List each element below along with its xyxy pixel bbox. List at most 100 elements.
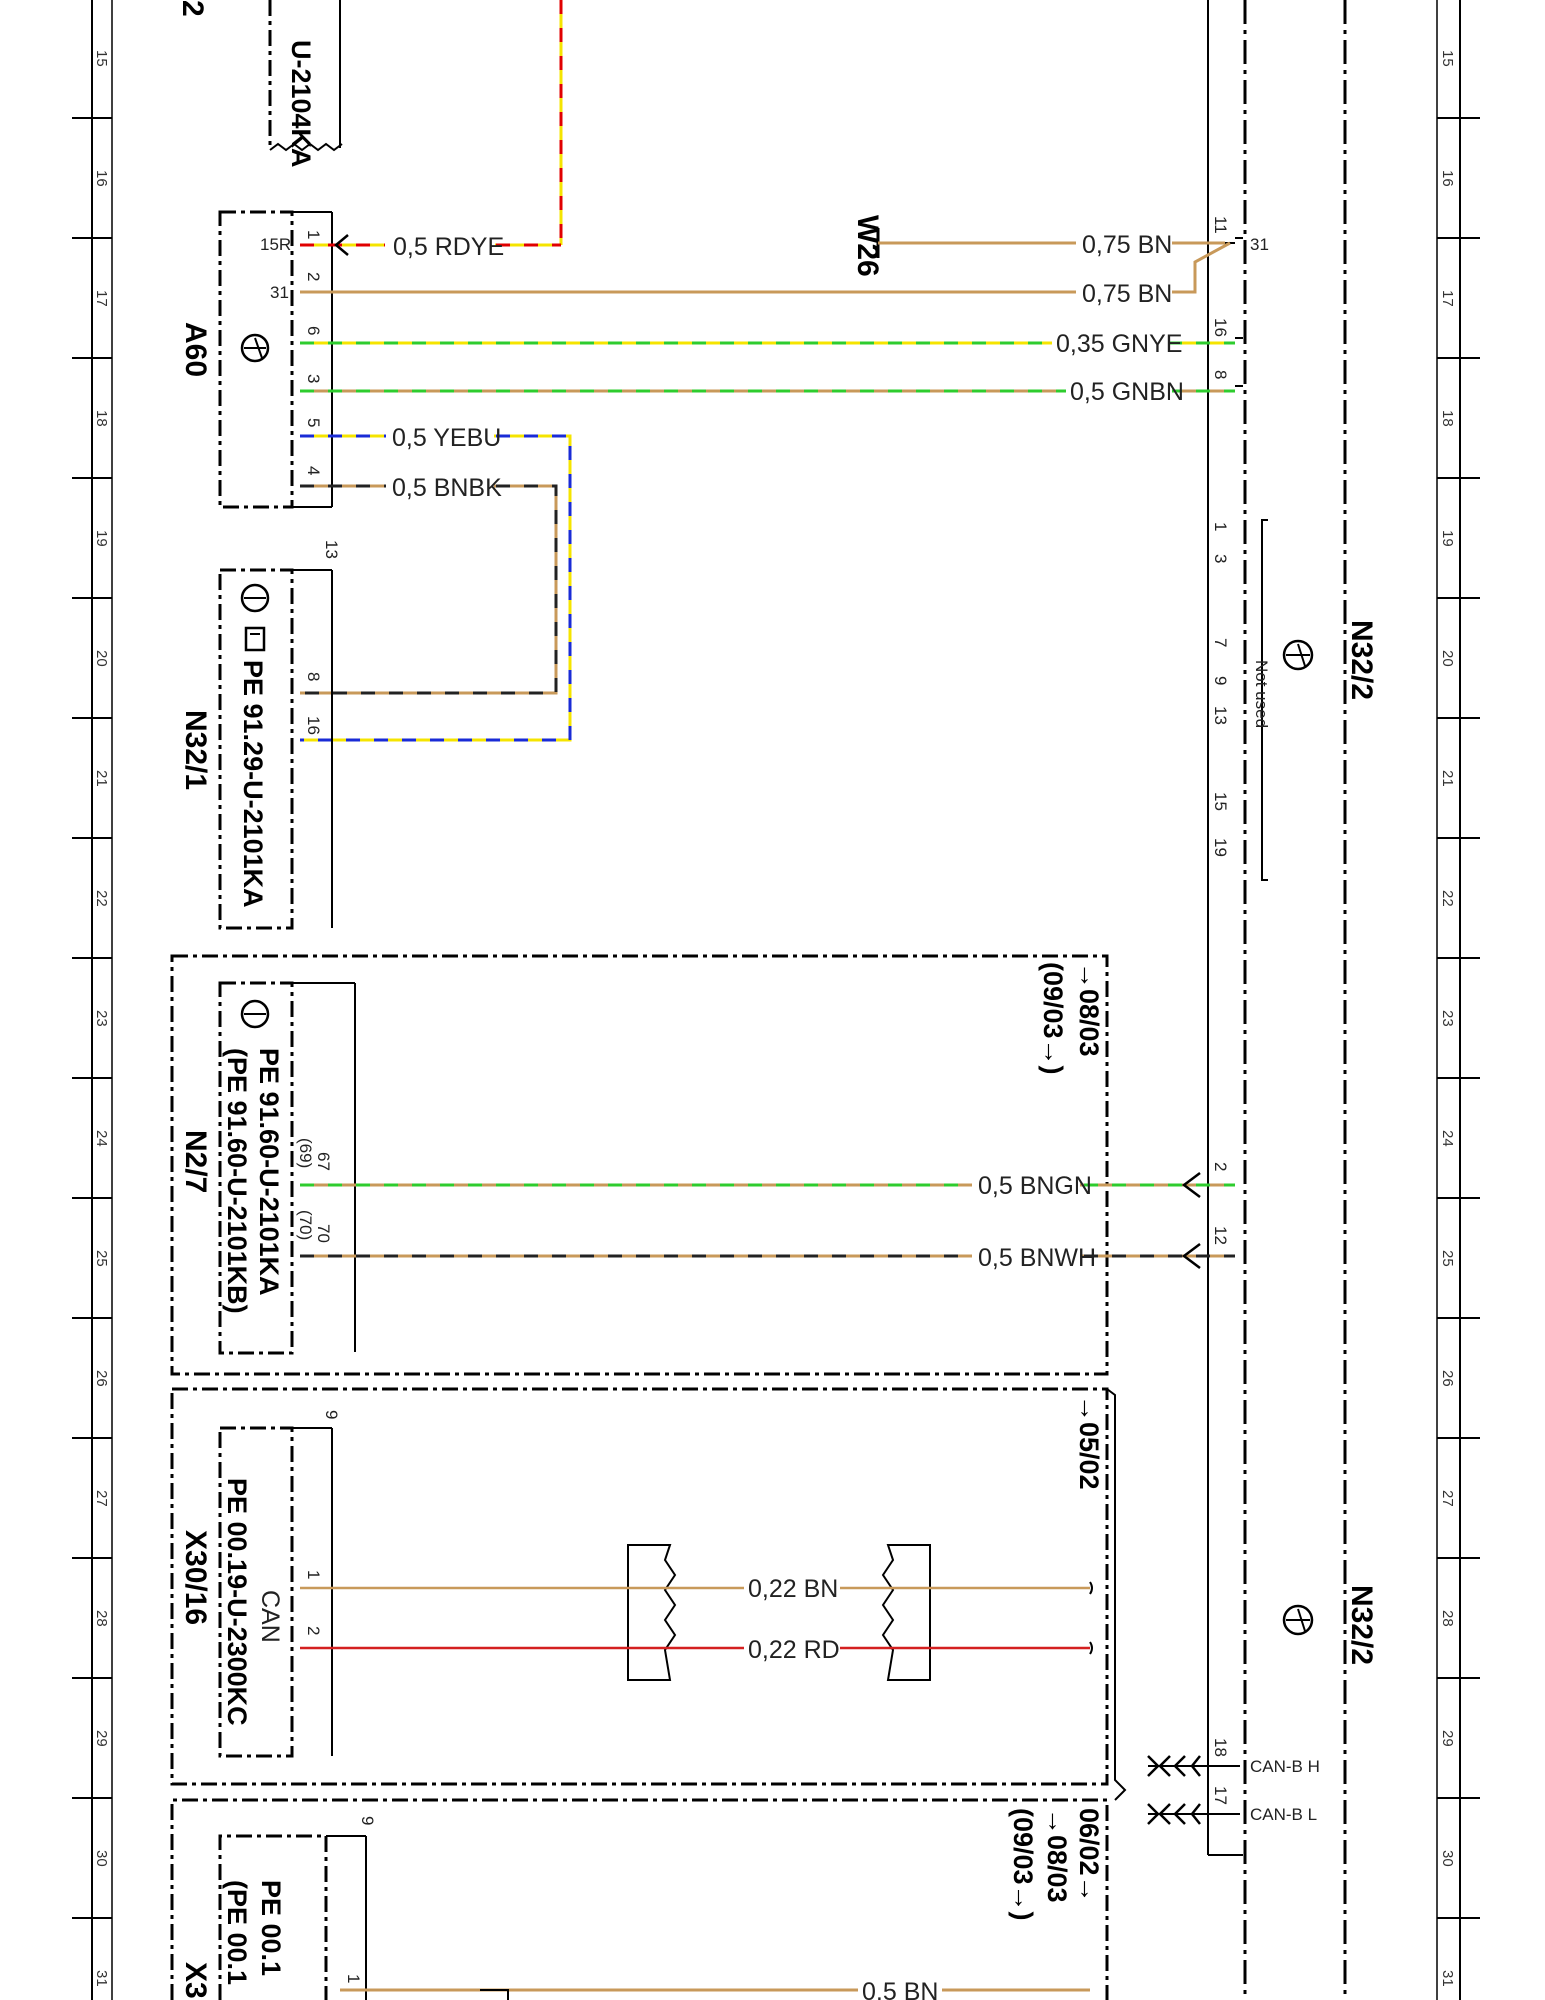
wire-label: 0,5 RDYE [393, 233, 504, 261]
bottom-ref-b: (PE 00.1 [222, 1880, 252, 1985]
wire-gnbn: 0,5 GNBN [300, 378, 1235, 406]
pin-label: 1 [1211, 522, 1230, 531]
pin-label: 8 [304, 672, 323, 681]
pin-label: 70 [314, 1224, 333, 1243]
can-b-h-label: CAN-B H [1250, 1757, 1320, 1776]
ruler-number: 18 [1439, 410, 1456, 427]
ruler-number: 31 [93, 1970, 110, 1987]
pin-label: (70) [296, 1210, 315, 1240]
n32-2-connector [1207, 0, 1247, 2000]
ruler-number: 17 [93, 290, 110, 307]
n32-2-top-label: N32/2 [1345, 620, 1378, 700]
ruler-number: 30 [1439, 1850, 1456, 1867]
a60-pins: 15R 1 31 2 6 3 5 4 [260, 230, 323, 475]
pin-label: 7 [1211, 638, 1230, 647]
ruler-number: 28 [1439, 1610, 1456, 1627]
pin-label: 8 [1211, 370, 1230, 379]
pin-label: 19 [1211, 838, 1230, 857]
pin-label: 3 [304, 374, 323, 383]
pin-label: 67 [314, 1152, 333, 1171]
ruler-number: 23 [1439, 1010, 1456, 1027]
can-b-l-connector: 17 CAN-B L [1147, 1786, 1317, 1825]
pin-label: 9 [1211, 676, 1230, 685]
transistor-icon [240, 333, 270, 363]
n2-7-outer-box [170, 954, 1109, 1376]
wire-label: 0,5 YEBU [392, 424, 501, 452]
bottom-ref-a: PE 00.1 [256, 1880, 286, 1976]
x3-label: X3 [179, 1962, 212, 1999]
n2-7-date-b: (09/03→) [1038, 962, 1068, 1075]
n32-1-ref-label: PE 91.29-U-2101KA [238, 660, 268, 908]
n2-7-ref-b: (PE 91.60-U-2101KB) [222, 1048, 252, 1314]
wire-can-bn: 0,22 BN [300, 1575, 1093, 1603]
ruler-number: 29 [1439, 1730, 1456, 1747]
wire-label: 0,22 BN [748, 1575, 838, 1603]
wire-break-left [627, 1544, 677, 1681]
wire-bnbk: 0,5 BNBK [300, 473, 558, 695]
n2-7-component: PE 91.60-U-2101KA (PE 91.60-U-2101KB) N2… [179, 962, 1104, 1355]
wire-label: 0,22 RD [748, 1636, 840, 1664]
wire-bottom-bn: 0,5 BN [340, 1978, 1090, 2000]
bottom-component: PE 00.1 (PE 00.1 X3 9 1 06/02→ →08/03 (0… [179, 1808, 1104, 2000]
pin-label: 13 [1211, 706, 1230, 725]
pin-label: 2 [1211, 1162, 1230, 1171]
wire-label: 0,35 GNYE [1056, 330, 1182, 358]
wire-label: 0,75 BN [1082, 280, 1172, 308]
ruler-number: 26 [1439, 1370, 1456, 1387]
ruler-number: 20 [1439, 650, 1456, 667]
pin-label: 15R [260, 235, 291, 254]
a60-label: A60 [179, 322, 212, 377]
ruler-number: 17 [1439, 290, 1456, 307]
ruler-number: 30 [93, 1850, 110, 1867]
pin-label: 6 [304, 326, 323, 335]
n32-2-bottom-label-group: N32/2 [1282, 1585, 1378, 1665]
x30-date-a: →05/02 [1074, 1395, 1104, 1490]
pin-label: 5 [304, 418, 323, 427]
ruler-number: 16 [1439, 170, 1456, 187]
bottom-outer-box [170, 1798, 1109, 2000]
ruler-number: 18 [93, 410, 110, 427]
wire-label: 0,5 BN [862, 1978, 938, 2000]
pin-label: 17 [1211, 1786, 1230, 1805]
pin-label: 15 [1211, 792, 1230, 811]
pin-label: 11 [1211, 216, 1230, 234]
pin-label: 3 [1211, 554, 1230, 563]
pin-label: 1 [304, 1570, 323, 1579]
ruler-number: 24 [1439, 1130, 1456, 1147]
wire-bnwh: 0,5 BNWH 12 [300, 1226, 1235, 1272]
w26-ground: W26 [851, 215, 884, 277]
bottom-date-c: (09/03→) [1008, 1808, 1038, 1921]
not-used-block: 1 3 7 9 13 15 19 Not used [1211, 519, 1271, 881]
pin-label: 31 [270, 283, 289, 302]
ruler-number: 15 [1439, 50, 1456, 67]
wire-yebu: 0,5 YEBU [300, 423, 572, 742]
wire-break-right [881, 1544, 931, 1681]
pin-label: 1 [344, 1974, 363, 1983]
x30-16-can-label: CAN [256, 1590, 284, 1643]
top-component-box: U-2104KA 2 [176, 0, 343, 168]
can-b-l-label: CAN-B L [1250, 1805, 1317, 1824]
not-used-label: Not used [1252, 660, 1271, 728]
pin-label: 31 [1250, 235, 1269, 254]
ruler-number: 25 [93, 1250, 110, 1267]
wire-bngn: 0,5 BNGN 2 [300, 1162, 1235, 1200]
ruler-number: 26 [93, 1370, 110, 1387]
pin-label: 12 [1211, 1226, 1230, 1245]
ruler-number: 21 [1439, 770, 1456, 787]
wire-bn-1: 0,75 BN [878, 230, 1235, 259]
pin-label: 18 [1211, 1738, 1230, 1757]
x30-16-outer-box [170, 1387, 1109, 1786]
x30-16-ref-label: PE 00.19-U-2300KC [222, 1478, 252, 1726]
bottom-date-a: 06/02→ [1074, 1808, 1104, 1903]
transistor-icon [240, 583, 270, 613]
wire-label: 0,5 BNGN [978, 1172, 1092, 1200]
ruler-number: 27 [93, 1490, 110, 1507]
ruler-number: 27 [1439, 1490, 1456, 1507]
x30-16-component: PE 00.19-U-2300KC CAN X30/16 9 1 2 →05/0… [179, 1395, 1104, 1758]
wire-label: 0,5 GNBN [1070, 378, 1184, 406]
ruler-number: 19 [1439, 530, 1456, 547]
pin-label: 4 [304, 466, 323, 475]
transistor-icon [240, 999, 270, 1029]
n32-2-bottom-label: N32/2 [1345, 1585, 1378, 1665]
